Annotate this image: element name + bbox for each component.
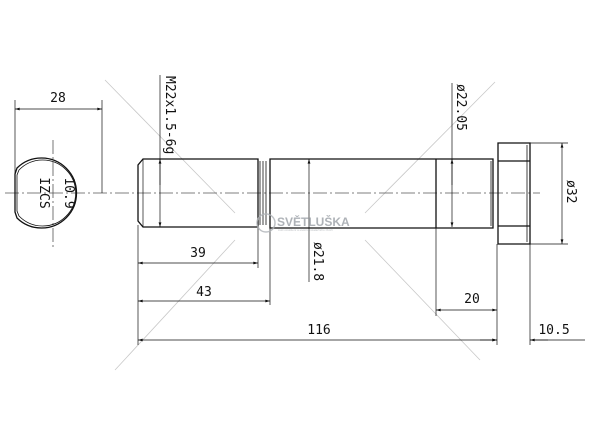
thread-length-label: 39 (190, 246, 206, 261)
watermark-logo-icon (256, 213, 276, 233)
watermark-brand: SVĚTLUŠKA (277, 214, 350, 229)
total-length-label: 116 (307, 323, 330, 338)
thread-groove-length-label: 43 (196, 285, 212, 300)
shank-major-diameter-label: ø22.05 (453, 84, 468, 131)
watermark: SVĚTLUŠKA svět osvětlení a elektroinstal… (256, 213, 350, 233)
thread-spec-label: M22x1.5-6g (162, 76, 177, 154)
grade-marking: 10.9 (61, 177, 76, 208)
shank-minor-diameter-label: ø21.8 (310, 242, 325, 281)
head-diameter-label: ø32 (563, 180, 578, 203)
maker-marking: IZCS (36, 177, 51, 208)
end-width-label: 28 (50, 91, 66, 106)
collar-length-label: 20 (464, 292, 480, 307)
head-height-label: 10.5 (538, 323, 569, 338)
dimension-lines (137, 75, 585, 345)
end-view (14, 100, 103, 229)
watermark-tagline: svět osvětlení a elektroinstalačního zbo… (278, 228, 333, 232)
